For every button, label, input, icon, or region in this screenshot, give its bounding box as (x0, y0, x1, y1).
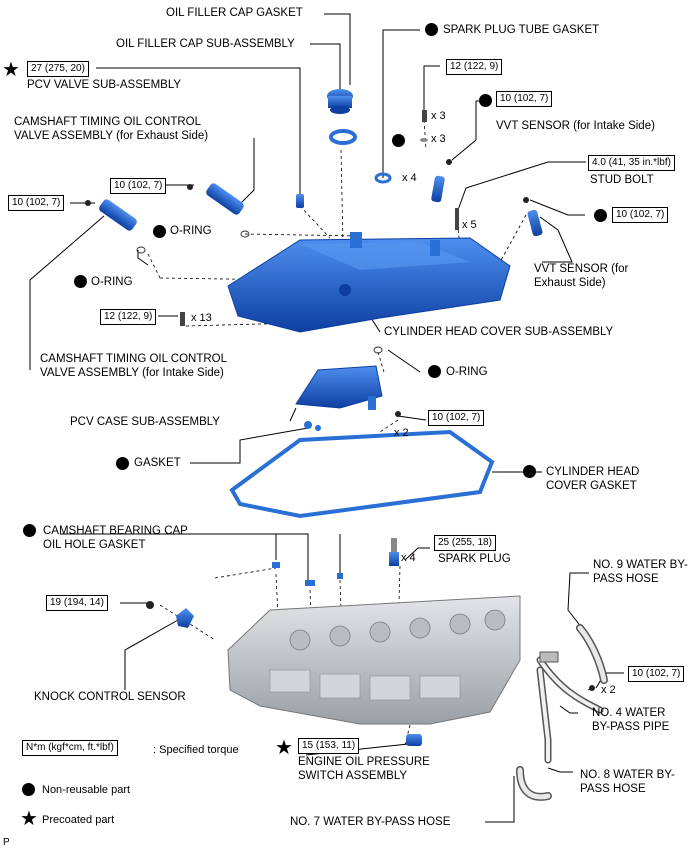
non-reusable-dot (523, 465, 536, 478)
legend-non-reusable: Non-reusable part (42, 784, 131, 796)
label-o-ring-a: O-RING (170, 225, 212, 237)
torque-stud-bolt: 4.0 (41, 35 in.*lbf) (588, 155, 675, 171)
label-no9-hose-1: NO. 9 WATER BY- (593, 559, 688, 571)
label-vvt-sensor-intake: VVT SENSOR (for Intake Side) (496, 120, 655, 132)
qty-x3-gaskets: x 3 (431, 133, 446, 145)
qty-x3-bolts: x 3 (431, 110, 446, 122)
cylinder-head (227, 595, 521, 725)
non-reusable-dot (479, 94, 492, 107)
water-bypass-assembly (516, 624, 608, 801)
label-stud-bolt: STUD BOLT (590, 174, 654, 186)
non-reusable-dot (425, 23, 438, 36)
leader-lines (29, 13, 624, 823)
stud-bolt (455, 208, 459, 230)
oil-filler-cap-gasket (329, 129, 357, 145)
label-ocv-intake-1: CAMSHAFT TIMING OIL CONTROL (40, 353, 227, 365)
label-pcv-case-sub-assembly: PCV CASE SUB-ASSEMBLY (70, 416, 220, 428)
torque-ocv-exhaust: 10 (102, 7) (110, 178, 167, 194)
label-ocv-intake-2: VALVE ASSEMBLY (for Intake Side) (40, 367, 224, 379)
qty-x4-tube-gasket: x 4 (402, 172, 417, 184)
label-no4-pipe-2: BY-PASS PIPE (592, 721, 670, 733)
label-cylinder-head-cover-gasket-2: COVER GASKET (546, 480, 637, 492)
torque-ocv-intake: 10 (102, 7) (8, 195, 65, 211)
label-ocv-exhaust-1: CAMSHAFT TIMING OIL CONTROL (14, 116, 201, 128)
knock-control-sensor (146, 601, 194, 628)
label-ocv-exhaust-2: VALVE ASSEMBLY (for Exhaust Side) (14, 130, 209, 142)
label-o-ring-c: O-RING (446, 366, 488, 378)
cover-bolt (180, 312, 185, 326)
qty-x5-stud: x 5 (462, 219, 477, 231)
label-camshaft-bearing-cap-1: CAMSHAFT BEARING CAP (43, 525, 188, 537)
label-spark-plug-tube-gasket: SPARK PLUG TUBE GASKET (443, 24, 600, 36)
label-oil-filler-cap-sub-assembly: OIL FILLER CAP SUB-ASSEMBLY (116, 38, 295, 50)
qty-x13-bolts: x 13 (191, 312, 212, 324)
non-reusable-dot (116, 457, 129, 470)
non-reusable-dot (392, 134, 405, 147)
non-reusable-dot (153, 225, 166, 238)
torque-oil-pressure: 15 (153, 11) (298, 738, 360, 754)
legend-precoated-star-icon: ★ (20, 808, 38, 830)
qty-x4-spark-plug: x 4 (401, 552, 416, 564)
o-ring-a (240, 230, 250, 238)
cylinder-head-cover-gasket (229, 429, 495, 519)
legend-non-reusable-dot (22, 783, 35, 796)
non-reusable-dot (594, 209, 607, 222)
label-gasket: GASKET (134, 457, 181, 469)
label-no7-hose: NO. 7 WATER BY-PASS HOSE (290, 816, 451, 828)
label-no4-pipe-1: NO. 4 WATER (592, 707, 666, 719)
pcv-valve (296, 194, 304, 208)
torque-knock-sensor: 19 (194, 14) (46, 595, 108, 611)
o-ring-c (373, 346, 383, 354)
pcv-case (295, 365, 401, 417)
torque-pcv-case: 10 (102, 7) (428, 410, 485, 426)
torque-vvt-exhaust: 10 (102, 7) (612, 207, 669, 223)
torque-pcv-valve: 27 (275, 20) (27, 61, 89, 77)
qty-x2-water-pipe: x 2 (601, 684, 616, 696)
ocv-intake (85, 199, 137, 231)
page-id: P (3, 837, 10, 848)
label-camshaft-bearing-cap-2: OIL HOLE GASKET (43, 539, 146, 551)
label-vvt-sensor-exhaust-1: VVT SENSOR (for (534, 263, 629, 275)
label-no9-hose-2: PASS HOSE (593, 573, 659, 585)
label-spark-plug: SPARK PLUG (438, 553, 511, 565)
bolts-top (420, 110, 428, 142)
label-cylinder-head-cover-sub-assembly: CYLINDER HEAD COVER SUB-ASSEMBLY (384, 326, 614, 338)
qty-x2-pcv-case: x 2 (394, 427, 409, 439)
torque-spark-plug: 25 (255, 18) (434, 535, 496, 551)
bearing-cap-gaskets (272, 562, 343, 586)
label-no8-hose-2: PASS HOSE (580, 783, 646, 795)
ocv-exhaust (187, 183, 244, 215)
legend-torque-text: : Specified torque (153, 744, 239, 756)
vvt-sensor-exhaust (523, 197, 543, 237)
cylinder-head-cover (227, 232, 511, 333)
oil-filler-cap (327, 89, 353, 114)
label-no8-hose-1: NO. 8 WATER BY- (580, 769, 675, 781)
label-engine-oil-pressure-1: ENGINE OIL PRESSURE (298, 756, 430, 768)
label-oil-filler-cap-gasket: OIL FILLER CAP GASKET (166, 7, 303, 19)
legend-precoated: Precoated part (42, 814, 115, 826)
torque-cover-bolts: 12 (122, 9) (100, 309, 157, 325)
oil-pressure-switch (406, 734, 422, 746)
label-vvt-sensor-exhaust-2: Exhaust Side) (534, 277, 606, 289)
torque-water-pipe: 10 (102, 7) (628, 666, 685, 682)
spark-plug (389, 538, 399, 566)
label-o-ring-b: O-RING (91, 276, 133, 288)
vvt-sensor-intake (431, 159, 452, 203)
label-pcv-valve-sub-assembly: PCV VALVE SUB-ASSEMBLY (27, 79, 182, 91)
precoated-star-icon: ★ (275, 737, 293, 759)
torque-vvt-intake: 10 (102, 7) (496, 91, 553, 107)
label-knock-control-sensor: KNOCK CONTROL SENSOR (34, 691, 186, 703)
non-reusable-dot (428, 365, 441, 378)
torque-bolt-top: 12 (122, 9) (446, 59, 503, 75)
spark-plug-tube-gasket (374, 172, 392, 184)
legend-torque-box: N*m (kgf*cm, ft.*lbf) (22, 740, 118, 756)
non-reusable-dot (23, 524, 36, 537)
o-ring-b (136, 246, 146, 254)
label-cylinder-head-cover-gasket-1: CYLINDER HEAD (546, 466, 640, 478)
gasket-small (304, 421, 321, 431)
label-engine-oil-pressure-2: SWITCH ASSEMBLY (298, 770, 408, 782)
non-reusable-dot (74, 275, 87, 288)
precoated-star-icon: ★ (2, 59, 20, 81)
